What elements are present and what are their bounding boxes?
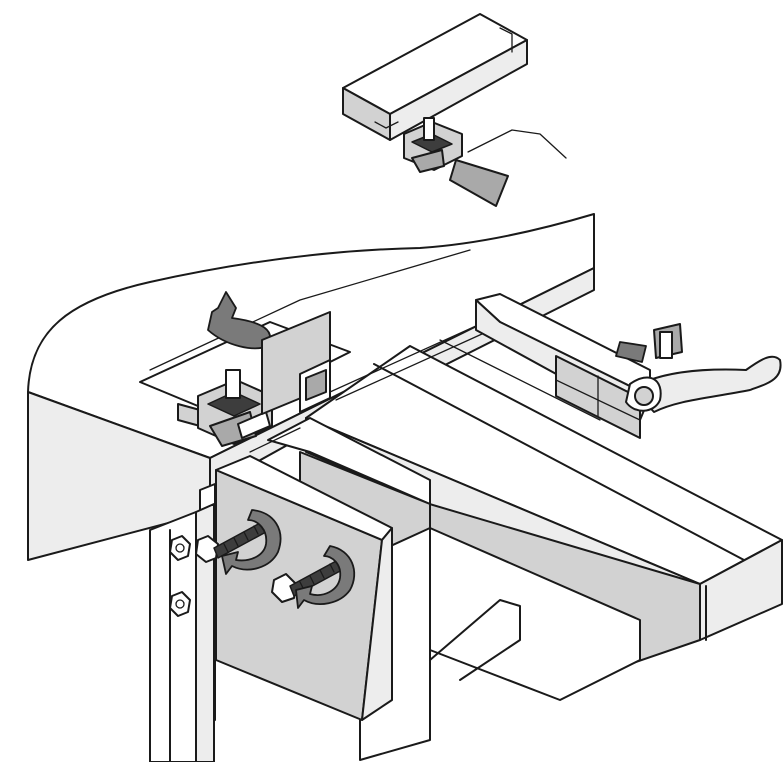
hex-nut-bottom-icon (169, 591, 191, 617)
inset-guide-line (467, 129, 567, 159)
adjustment-screw-right (271, 559, 343, 603)
main-cutter-head (197, 369, 273, 447)
fence (261, 311, 331, 415)
angle-bracket (149, 503, 215, 762)
clamp-lever (615, 323, 782, 413)
adjustment-screw-left (195, 521, 267, 563)
inset-workpiece (342, 13, 528, 141)
guide-rails (249, 325, 483, 453)
inset-blade (449, 159, 509, 207)
hex-nut-top-icon (169, 535, 191, 561)
inset-cutter (403, 117, 463, 173)
detail-inset (342, 13, 567, 207)
rotation-arrow-right-icon (295, 545, 356, 609)
rotation-arrow-left-icon (221, 509, 282, 575)
